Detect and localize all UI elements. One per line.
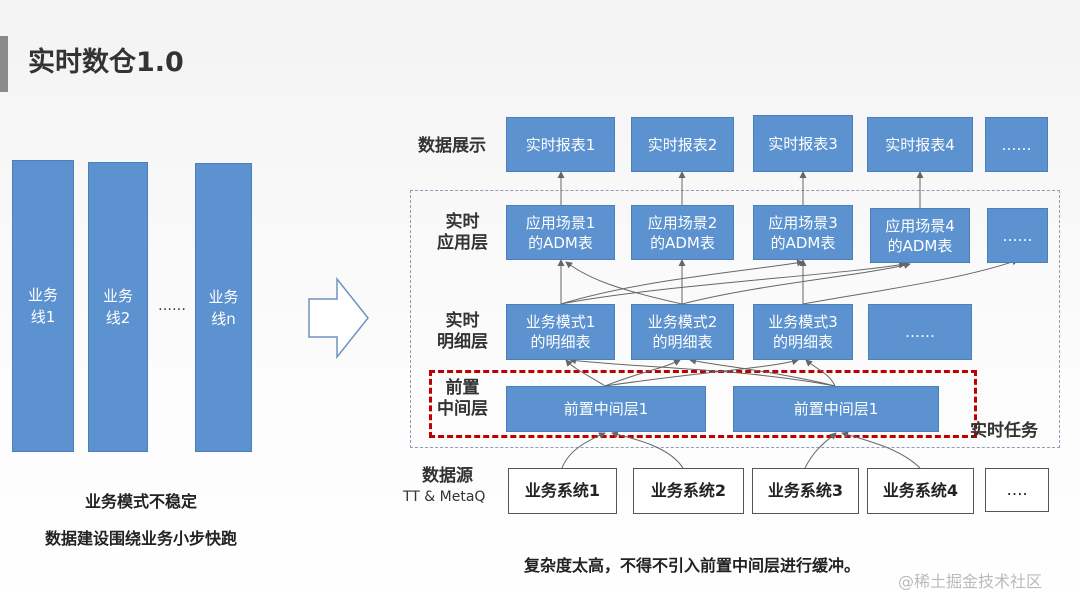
detail-box-line: 业务模式1 [525, 313, 596, 331]
source-box-more: …. [985, 468, 1049, 512]
app-box-2: 应用场景2 的ADM表 [631, 205, 734, 260]
app-box-1: 应用场景1 的ADM表 [506, 205, 615, 260]
detail-box-line: 业务模式2 [647, 313, 718, 331]
title-accent-bar [0, 36, 8, 92]
detail-box-3: 业务模式3 的明细表 [753, 304, 853, 360]
row-label-line: 明细层 [437, 332, 488, 352]
business-line-2: 业务线2 [88, 162, 148, 452]
app-box-3: 应用场景3 的ADM表 [753, 205, 853, 260]
app-box-4: 应用场景4 的ADM表 [870, 208, 970, 263]
source-box-2: 业务系统2 [633, 468, 744, 514]
business-line-label: 业务线1 [27, 286, 58, 326]
report-box-3: 实时报表3 [753, 115, 853, 172]
report-box-more: …… [985, 117, 1048, 172]
row-label-display: 数据展示 [418, 136, 486, 156]
app-box-more: …… [987, 208, 1048, 263]
row-label-app: 实时 应用层 [437, 212, 488, 254]
realtime-task-frame [410, 190, 1060, 448]
left-caption-1: 业务模式不稳定 [84, 492, 197, 511]
app-box-line: 的ADM表 [650, 233, 715, 252]
detail-box-more: …… [868, 304, 972, 360]
watermark: @稀土掘金技术社区 [898, 572, 1043, 591]
report-box-4: 实时报表4 [867, 117, 973, 172]
detail-box-line: 业务模式3 [768, 313, 838, 331]
report-box-2: 实时报表2 [631, 117, 734, 172]
row-label-line: 实时 [445, 311, 480, 331]
app-box-line: 的ADM表 [887, 236, 953, 255]
detail-box-line: 的明细表 [652, 333, 713, 351]
mid-box-2: 前置中间层1 [733, 386, 939, 432]
row-label-line: 中间层 [437, 399, 488, 419]
business-line-n: 业务线n [195, 163, 252, 452]
source-box-4: 业务系统4 [867, 468, 974, 514]
app-box-line: 的ADM表 [770, 233, 836, 252]
left-caption-2: 数据建设围绕业务小步快跑 [44, 529, 237, 548]
source-box-3: 业务系统3 [752, 468, 859, 514]
business-line-ellipsis: …… [158, 298, 186, 314]
app-box-line: 应用场景4 [885, 216, 955, 235]
page-title: 实时数仓1.0 [28, 47, 184, 78]
transition-arrow-icon [308, 277, 369, 359]
row-label-line: 应用层 [437, 233, 488, 253]
detail-box-1: 业务模式1 的明细表 [506, 304, 615, 360]
row-label-line: 前置 [445, 378, 480, 398]
mid-box-1: 前置中间层1 [506, 386, 706, 432]
app-box-line: 应用场景2 [647, 213, 718, 232]
detail-box-line: 的明细表 [772, 333, 833, 351]
bottom-caption: 复杂度太高，不得不引入前置中间层进行缓冲。 [524, 556, 861, 575]
app-box-line: 应用场景1 [525, 213, 596, 232]
business-line-label: 业务线n [208, 287, 239, 328]
app-box-line: 应用场景3 [768, 213, 838, 232]
app-box-line: 的ADM表 [528, 233, 593, 252]
realtime-task-label: 实时任务 [970, 421, 1038, 441]
row-label-mid: 前置 中间层 [437, 378, 488, 420]
row-label-detail: 实时 明细层 [437, 311, 488, 353]
source-box-1: 业务系统1 [508, 468, 617, 514]
pre-middle-layer-highlight [429, 370, 977, 438]
row-label-source: 数据源 [422, 466, 473, 486]
row-label-source-sub: TT & MetaQ [403, 489, 486, 505]
business-line-label: 业务线2 [102, 287, 133, 327]
report-box-1: 实时报表1 [506, 117, 615, 172]
detail-box-line: 的明细表 [530, 333, 591, 351]
business-line-1: 业务线1 [12, 160, 74, 452]
detail-box-2: 业务模式2 的明细表 [631, 304, 734, 360]
row-label-line: 实时 [445, 212, 480, 232]
